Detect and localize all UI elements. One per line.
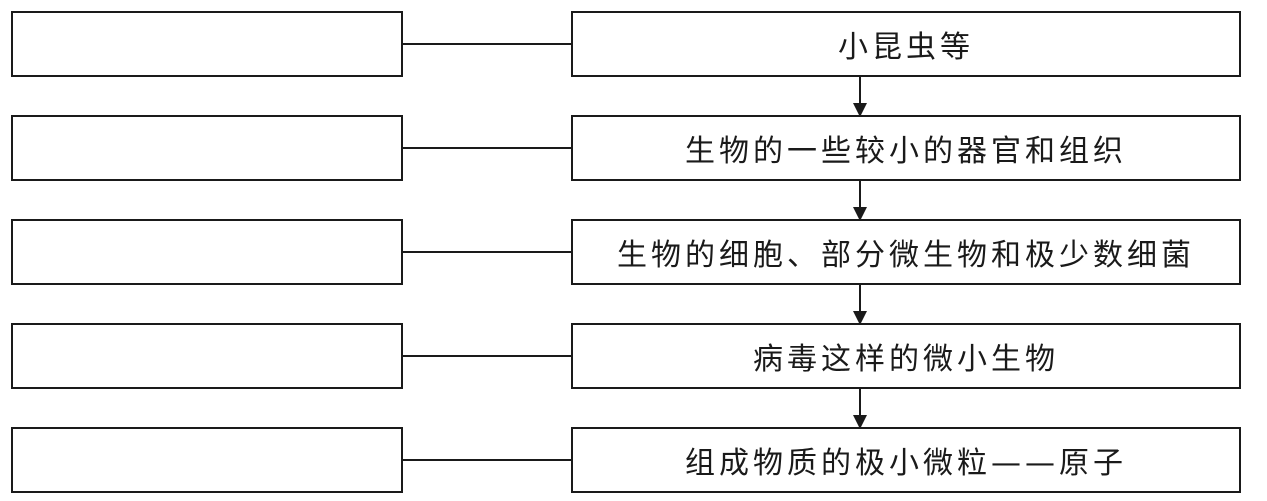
scale-label-2: 生物的一些较小的器官和组织 (685, 134, 1127, 169)
scale-box-1: 小昆虫等 (571, 11, 1241, 77)
connector-line-3 (403, 251, 571, 253)
arrow-head-3 (853, 311, 867, 325)
arrow-shaft-4 (859, 389, 861, 419)
scale-label-1: 小昆虫等 (838, 30, 974, 65)
arrow-head-4 (853, 415, 867, 429)
down-arrow-1 (850, 77, 870, 119)
arrow-shaft-3 (859, 285, 861, 315)
arrow-shaft-1 (859, 77, 861, 107)
blank-answer-box-5[interactable] (11, 427, 403, 493)
scale-box-4: 病毒这样的微小生物 (571, 323, 1241, 389)
scale-label-4: 病毒这样的微小生物 (753, 342, 1059, 377)
scale-label-3: 生物的细胞、部分微生物和极少数细菌 (617, 238, 1195, 273)
scale-box-2: 生物的一些较小的器官和组织 (571, 115, 1241, 181)
down-arrow-4 (850, 389, 870, 431)
connector-line-2 (403, 147, 571, 149)
down-arrow-2 (850, 181, 870, 223)
arrow-head-1 (853, 103, 867, 117)
connector-line-1 (403, 43, 571, 45)
down-arrow-3 (850, 285, 870, 327)
blank-answer-box-2[interactable] (11, 115, 403, 181)
scale-label-5: 组成物质的极小微粒——原子 (685, 446, 1127, 481)
blank-answer-box-3[interactable] (11, 219, 403, 285)
connector-line-4 (403, 355, 571, 357)
arrow-shaft-2 (859, 181, 861, 211)
scale-box-5: 组成物质的极小微粒——原子 (571, 427, 1241, 493)
scale-box-3: 生物的细胞、部分微生物和极少数细菌 (571, 219, 1241, 285)
blank-answer-box-1[interactable] (11, 11, 403, 77)
connector-line-5 (403, 459, 571, 461)
blank-answer-box-4[interactable] (11, 323, 403, 389)
arrow-head-2 (853, 207, 867, 221)
